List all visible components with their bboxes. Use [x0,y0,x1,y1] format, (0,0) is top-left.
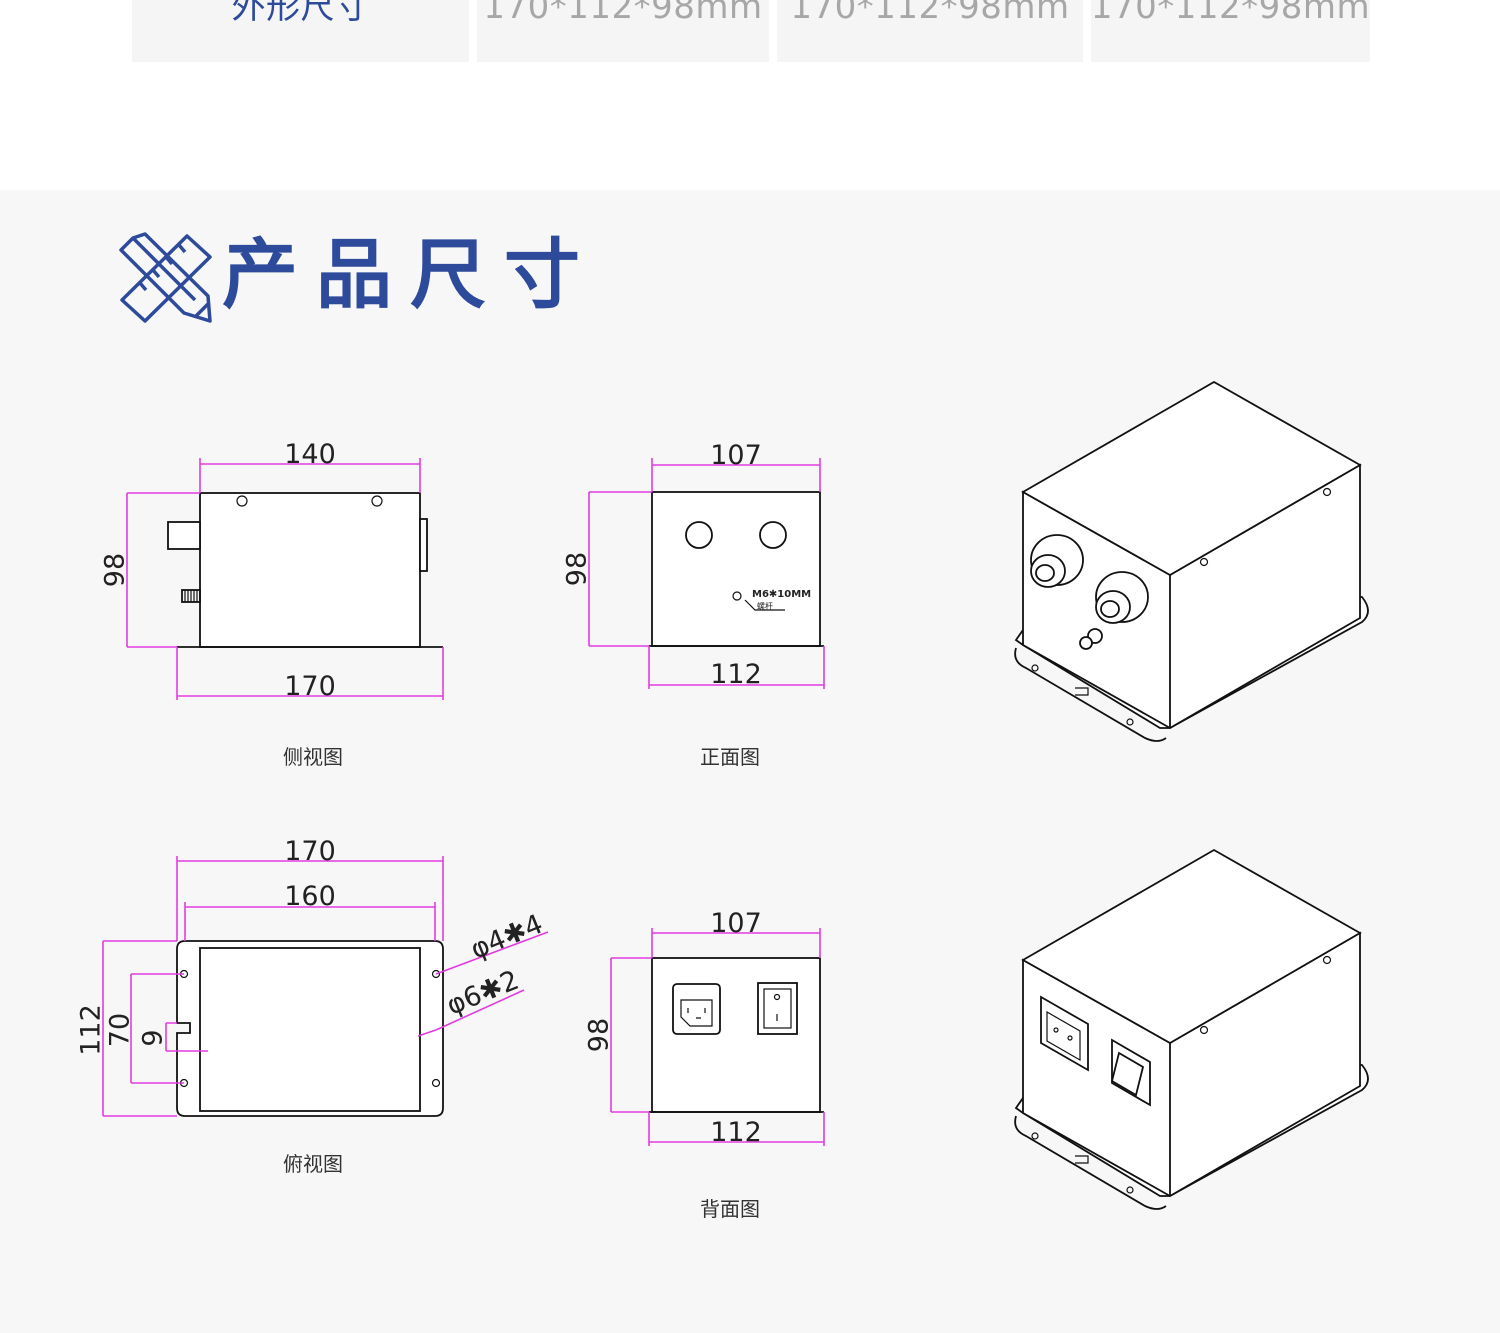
spec-value-cell: 170*112*98mm [477,0,769,62]
back-width-top: 107 [710,908,762,939]
top-depth-outer: 112 [76,1004,107,1056]
front-view-caption: 正面图 [700,745,760,769]
screw-sublabel: 螺杆 [757,601,773,611]
front-width-top: 107 [710,440,762,471]
top-view-caption: 俯视图 [283,1152,343,1176]
isometric-back-drawing [1014,848,1369,1210]
top-view-drawing [102,856,549,1117]
hole-small-label: φ4✱4 [466,909,547,966]
side-width-top: 140 [284,439,336,470]
side-view-drawing [126,458,444,700]
side-height: 98 [100,553,131,587]
spec-value-cell: 170*112*98mm [777,0,1083,62]
top-width-outer: 170 [284,836,336,867]
spec-table-band: 外形尺寸 170*112*98mm 170*112*98mm 170*112*9… [0,0,1500,190]
front-height: 98 [562,552,593,586]
screw-label: M6✱10MM [752,589,811,600]
spec-label-cell: 外形尺寸 [132,0,469,62]
hole-large-label: φ6✱2 [442,965,523,1022]
top-slot-size: 9 [138,1029,169,1046]
ruler-pencil-icon [119,232,212,323]
front-view-drawing [588,458,825,689]
front-width-bottom: 112 [710,659,762,690]
back-width-bottom: 112 [710,1117,762,1148]
isometric-front-drawing [1014,380,1369,742]
back-height: 98 [584,1018,615,1052]
side-view-caption: 侧视图 [283,745,343,769]
spec-label: 外形尺寸 [231,0,370,27]
back-view-drawing [610,928,825,1146]
section-title: 产品尺寸 [222,230,598,319]
spec-value: 170*112*98mm [790,0,1070,27]
spec-value: 170*112*98mm [483,0,763,27]
back-view-caption: 背面图 [700,1197,760,1221]
side-width-bottom: 170 [284,671,336,702]
top-depth-inner: 70 [105,1013,136,1047]
spec-value: 170*112*98mm [1091,0,1370,27]
top-width-inner: 160 [284,881,336,912]
spec-value-cell: 170*112*98mm [1091,0,1370,62]
